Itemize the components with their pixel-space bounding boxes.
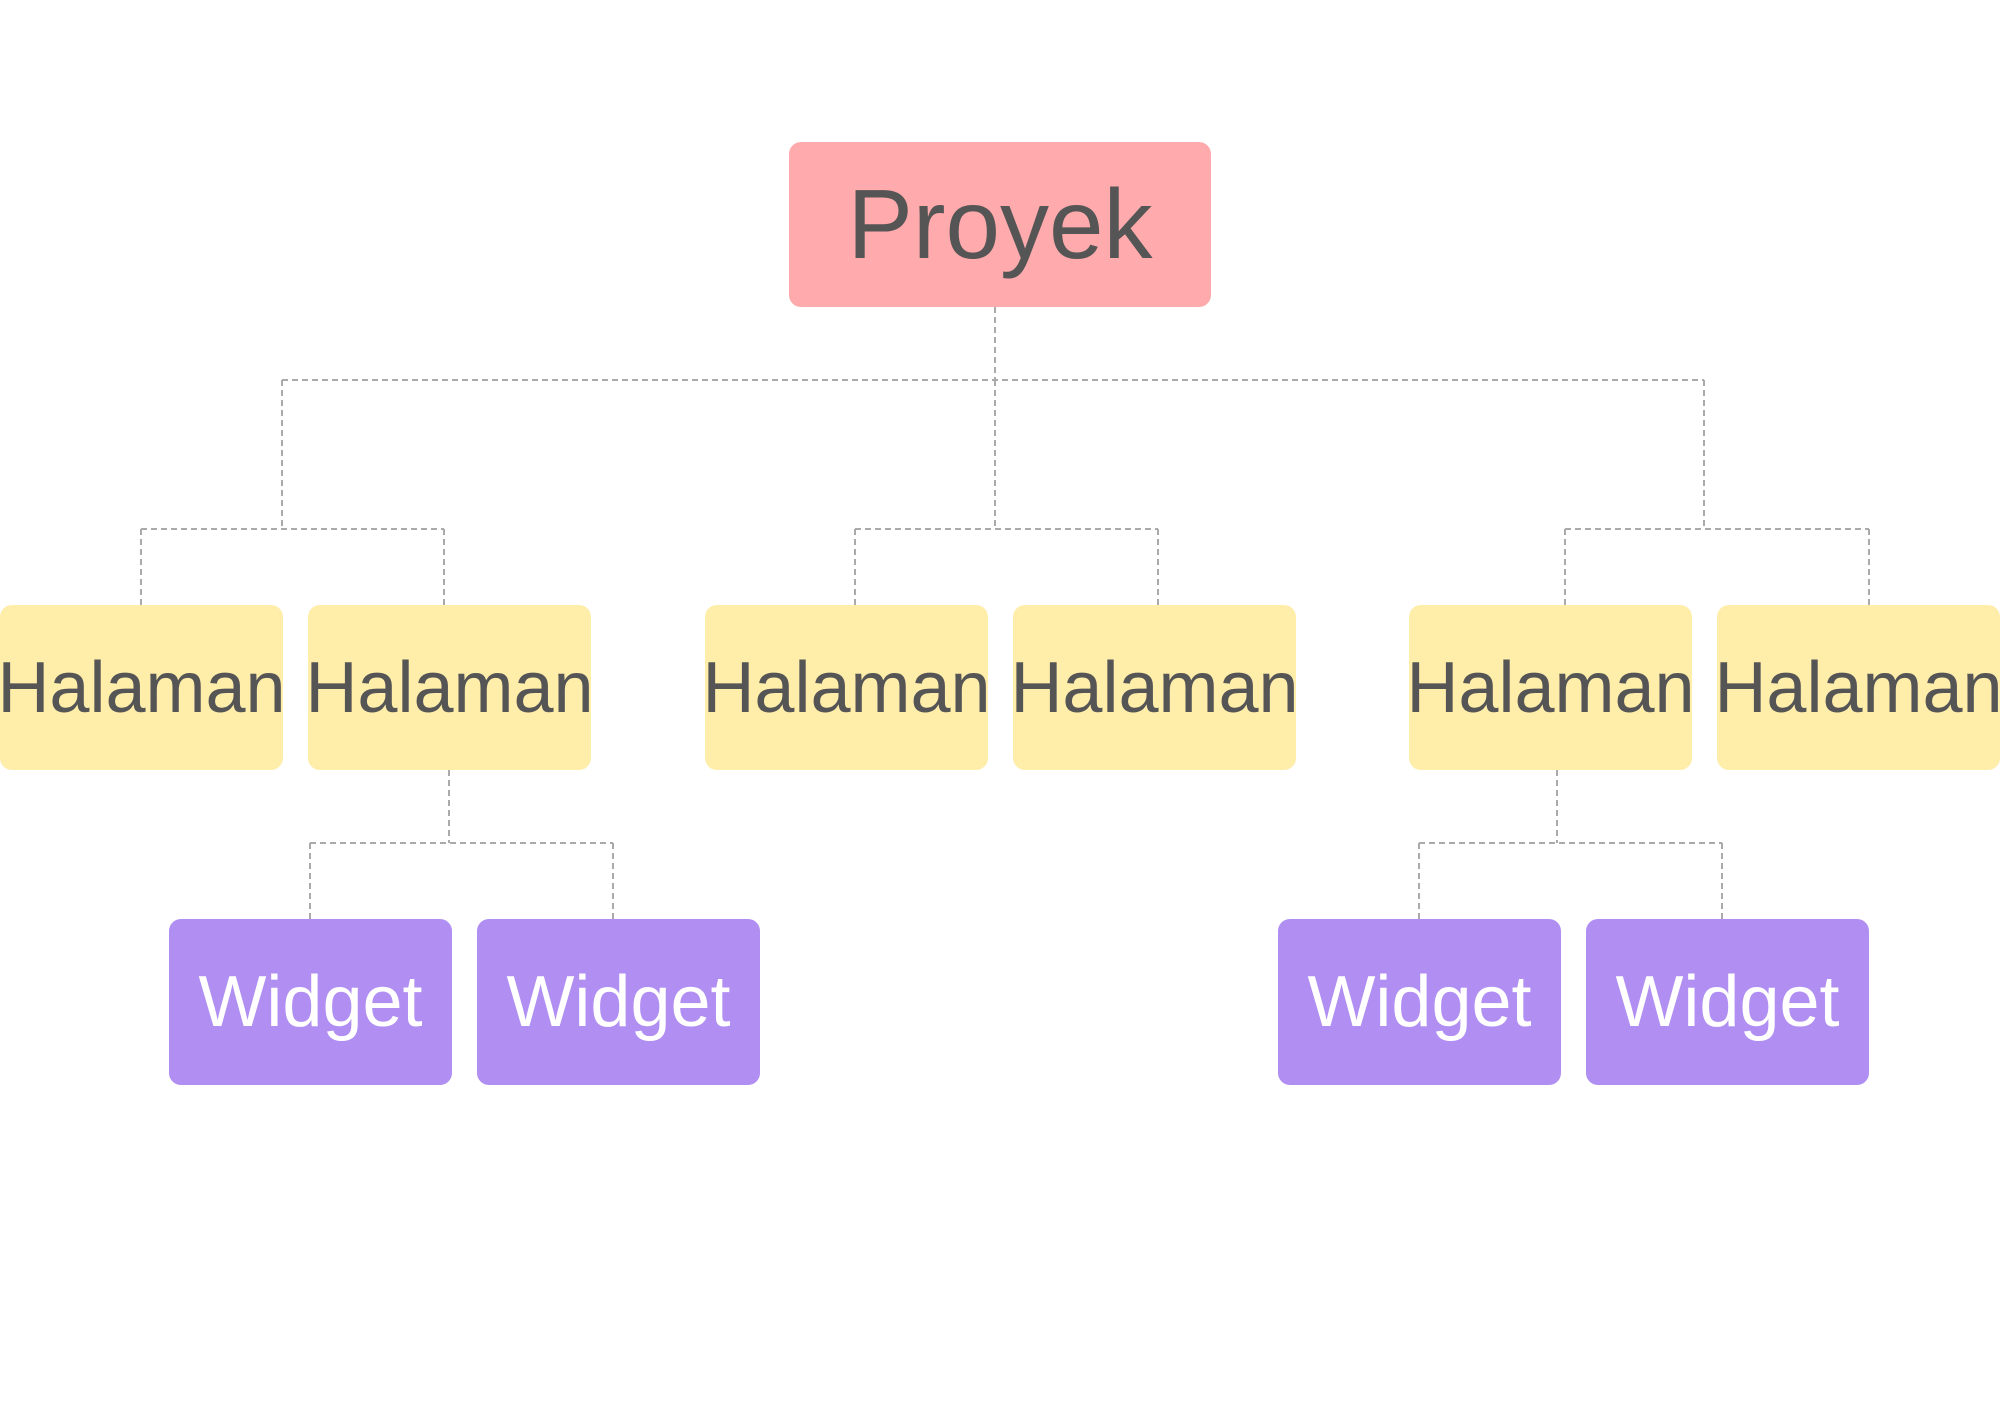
widget-node-2: Widget	[477, 919, 760, 1085]
page-node-1: Halaman	[0, 605, 283, 770]
page-node-5: Halaman	[1409, 605, 1692, 770]
widget-node-4: Widget	[1586, 919, 1869, 1085]
page-node-label: Halaman	[0, 647, 283, 728]
root-node-label: Proyek	[847, 169, 1153, 279]
page-node-3: Halaman	[705, 605, 988, 770]
page-node-label: Halaman	[1717, 647, 2000, 728]
widget-node-3: Widget	[1278, 919, 1561, 1085]
page-node-label: Halaman	[705, 647, 988, 728]
root-node-proyek: Proyek	[789, 142, 1211, 307]
widget-node-label: Widget	[1615, 962, 1840, 1042]
widget-node-label: Widget	[1307, 962, 1532, 1042]
page-node-2: Halaman	[308, 605, 591, 770]
widget-node-label: Widget	[506, 962, 731, 1042]
widget-node-label: Widget	[198, 962, 423, 1042]
page-node-6: Halaman	[1717, 605, 2000, 770]
widget-node-1: Widget	[169, 919, 452, 1085]
page-node-label: Halaman	[1013, 647, 1296, 728]
page-node-4: Halaman	[1013, 605, 1296, 770]
page-node-label: Halaman	[1409, 647, 1692, 728]
page-node-label: Halaman	[308, 647, 591, 728]
